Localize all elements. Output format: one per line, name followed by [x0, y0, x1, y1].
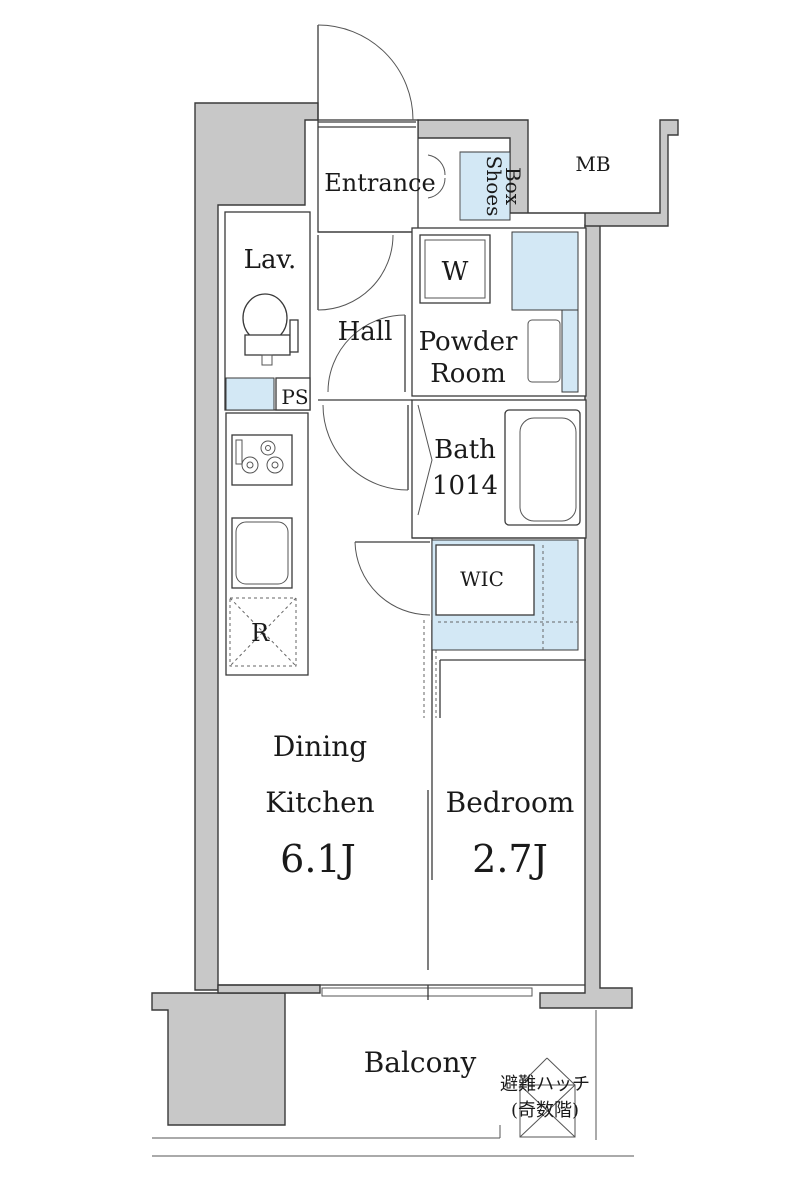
- powder-counter: [511, 231, 579, 311]
- dining-kitchen-label-1: Dining: [273, 730, 367, 763]
- exterior-walls: [151, 102, 679, 1126]
- fixtures: [152, 151, 634, 1157]
- toilet-icon: [242, 293, 299, 366]
- ps-box: [275, 377, 311, 411]
- washer-label: W: [442, 257, 469, 287]
- stove-icon: [231, 434, 293, 486]
- fridge-space: [229, 597, 297, 667]
- shoes-box-label-1: Shoes: [482, 156, 506, 217]
- shoes-box-label-2: Box: [501, 167, 525, 206]
- powder-room-label-2: Room: [430, 359, 506, 389]
- entrance-label: Entrance: [324, 169, 436, 197]
- shoes-box: [459, 151, 511, 221]
- mb-label: MB: [575, 152, 610, 176]
- balcony-label: Balcony: [364, 1046, 477, 1079]
- fridge-label: R: [251, 619, 270, 647]
- lav-label: Lav.: [244, 245, 297, 275]
- bedroom-size: 2.7J: [472, 837, 548, 881]
- doors: [317, 24, 533, 1000]
- powder-room-label-1: Powder: [419, 327, 518, 357]
- hatch-label-1: 避難ハッチ: [500, 1074, 590, 1095]
- bathtub-icon: [504, 409, 581, 526]
- dining-kitchen-label-2: Kitchen: [265, 786, 374, 819]
- hatch-label-2: (奇数階): [511, 1100, 579, 1121]
- room-labels: Entrance Shoes Box MB Lav. Hall W Powder…: [244, 152, 611, 1121]
- bedroom-label: Bedroom: [446, 786, 575, 819]
- bath-label-2: 1014: [432, 471, 498, 501]
- bath-label-1: Bath: [434, 435, 496, 465]
- sink-icon: [231, 517, 293, 589]
- hall-label: Hall: [338, 317, 393, 347]
- washer: [419, 234, 491, 304]
- ps-label: PS: [281, 385, 308, 409]
- evacuation-hatch: [519, 1057, 576, 1138]
- dining-kitchen-size: 6.1J: [280, 837, 356, 881]
- lav-shelf: [225, 377, 275, 411]
- wic-label: WIC: [460, 567, 504, 591]
